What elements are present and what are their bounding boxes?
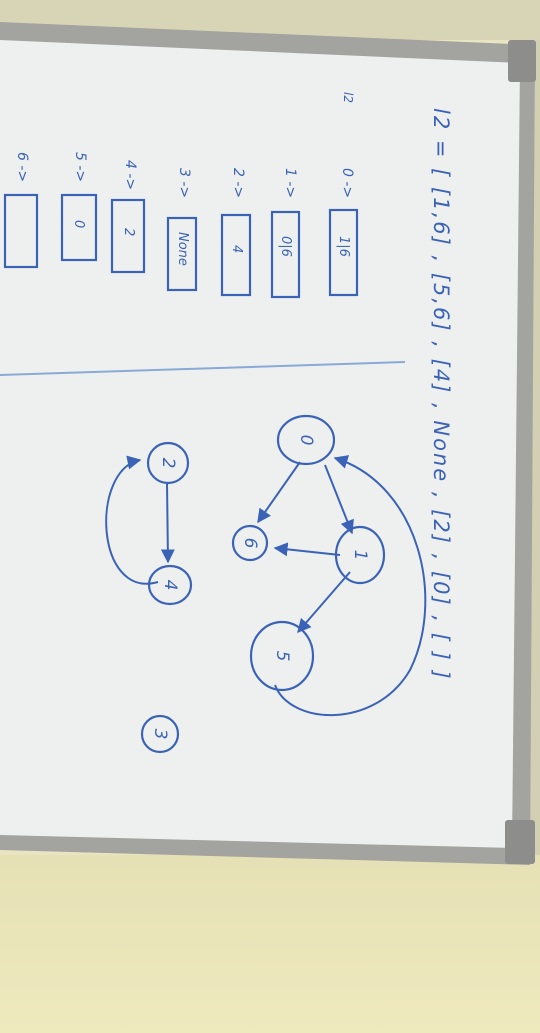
array-box-0: [328, 208, 359, 297]
row-index-1: 1 ->: [282, 168, 298, 199]
array-boxes: [3, 193, 359, 299]
node-0-circle: [276, 414, 336, 466]
graph-edges: [105, 455, 427, 717]
array-box-6: [3, 193, 39, 269]
array-box-3: [166, 216, 198, 292]
divider-line: [0, 361, 406, 376]
wall-bottom: [0, 855, 540, 1033]
row-index-2: 2 ->: [230, 168, 246, 199]
box-label-0: 1|6: [336, 236, 351, 257]
node-3-label: 3: [150, 728, 170, 740]
board-clip-top: [508, 40, 536, 82]
box-label-2: 4: [229, 245, 244, 254]
box-label-1: 0|6: [278, 236, 293, 257]
row-index-0: 0 ->: [339, 168, 355, 199]
node-4-circle: [147, 564, 193, 606]
edge-0-6: [257, 461, 301, 524]
row-index-5: 5 ->: [72, 152, 88, 183]
edge-5-0: [274, 455, 427, 717]
row-index-6: 6 ->: [14, 152, 30, 183]
edge-1-6: [273, 542, 341, 557]
box-label-5: 0: [71, 220, 86, 229]
box-label-4: 2: [121, 228, 136, 237]
array-box-4: [110, 198, 146, 274]
array-box-5: [60, 193, 98, 262]
node-2-circle: [146, 441, 190, 485]
edge-1-5: [297, 571, 351, 634]
edge-4-2: [105, 455, 159, 585]
box-label-3: None: [175, 232, 190, 266]
node-5-circle: [249, 620, 315, 692]
array-box-2: [220, 213, 252, 297]
edge-0-1: [324, 464, 354, 535]
node-6-label: 6: [240, 537, 260, 549]
row-index-3: 3 ->: [176, 168, 192, 199]
row-index-4: 4 ->: [122, 160, 138, 191]
array-box-1: [270, 210, 301, 299]
node-3-circle: [140, 714, 180, 754]
list-label: l2: [341, 92, 355, 103]
graph-nodes: [140, 414, 386, 754]
board-clip-bottom: [505, 820, 535, 864]
node-1-label: 1: [350, 549, 370, 561]
node-0-label: 0: [296, 434, 316, 446]
node-1-circle: [334, 525, 386, 585]
node-4-label: 4: [160, 579, 180, 591]
edge-2-4: [160, 482, 175, 564]
node-2-label: 2: [158, 457, 178, 469]
node-5-label: 5: [272, 650, 292, 662]
list-formula: l2 = [ [1,6] , [5,6] , [4] , None , [2] …: [429, 108, 453, 681]
node-6-circle: [231, 524, 269, 562]
board-surface: [0, 40, 520, 848]
